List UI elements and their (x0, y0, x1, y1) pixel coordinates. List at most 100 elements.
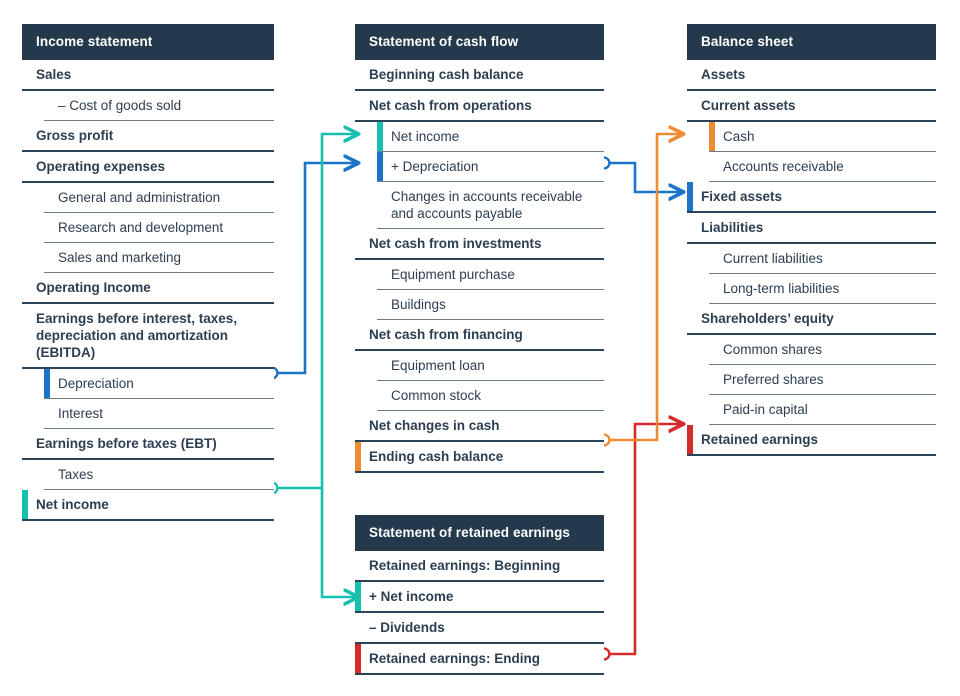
panel-income-statement: Income statement Sales – Cost of goods so… (22, 24, 274, 521)
row-general-and-administration: General and administration (44, 183, 274, 213)
row-label: Net income (391, 129, 460, 144)
row-gross-profit: Gross profit (22, 121, 274, 152)
row-changes-in-accounts-receivable-and-accounts-pa: Changes in accounts receivable and accou… (377, 182, 604, 229)
row-label: Sales (36, 67, 72, 82)
row-earnings-before-interest-taxes-depreciation-an: Earnings before interest, taxes, depreci… (22, 304, 274, 369)
connector-depreciation-to-fixed-assets (597, 156, 683, 192)
panel-title-retained-earnings: Statement of retained earnings (355, 515, 604, 551)
row-label: Common shares (723, 342, 823, 357)
row-sales-and-marketing: Sales and marketing (44, 243, 274, 273)
connector-ending-cash-to-cash (597, 134, 683, 447)
panel-retained-earnings: Statement of retained earnings Retained … (355, 515, 604, 675)
row-taxes: Taxes (44, 460, 274, 490)
row-label: Paid-in capital (723, 402, 808, 417)
row-label: Net cash from operations (369, 98, 532, 113)
row-label: Operating Income (36, 280, 151, 295)
row-label: Current assets (701, 98, 796, 113)
row-common-stock: Common stock (377, 381, 604, 411)
row-label: Ending cash balance (369, 449, 504, 464)
row-operating-income: Operating Income (22, 273, 274, 304)
row-label: Net changes in cash (369, 418, 500, 433)
row-marker-blue (687, 182, 693, 211)
row-assets: Assets (687, 60, 936, 91)
row-label: Equipment loan (391, 358, 485, 373)
row-label: Accounts receivable (723, 159, 844, 174)
panel-cash-flow: Statement of cash flow Beginning cash ba… (355, 24, 604, 473)
row-liabilities: Liabilities (687, 213, 936, 244)
row-label: Liabilities (701, 220, 764, 235)
connector-depreciation-to-cashflow (265, 163, 358, 380)
row-net-income: + Net income (355, 582, 604, 613)
row-retained-earnings-beginning: Retained earnings: Beginning (355, 551, 604, 582)
row-net-changes-in-cash: Net changes in cash (355, 411, 604, 442)
row-cost-of-goods-sold: – Cost of goods sold (44, 91, 274, 121)
row-label: – Cost of goods sold (58, 98, 182, 113)
row-operating-expenses: Operating expenses (22, 152, 274, 183)
row-net-cash-from-operations: Net cash from operations (355, 91, 604, 122)
row-net-cash-from-investments: Net cash from investments (355, 229, 604, 260)
row-common-shares: Common shares (709, 335, 936, 365)
row-label: Retained earnings: Ending (369, 651, 541, 666)
row-marker-red (687, 425, 693, 454)
row-label: Sales and marketing (58, 250, 182, 265)
row-label: Earnings before interest, taxes, depreci… (36, 311, 238, 360)
panel-title-income-statement: Income statement (22, 24, 274, 60)
row-label: Gross profit (36, 128, 114, 143)
row-label: Changes in accounts receivable and accou… (391, 189, 583, 221)
row-accounts-receivable: Accounts receivable (709, 152, 936, 182)
row-label: Depreciation (58, 376, 134, 391)
row-label: Assets (701, 67, 746, 82)
row-ending-cash-balance: Ending cash balance (355, 442, 604, 473)
row-label: Shareholders’ equity (701, 311, 834, 326)
row-research-and-development: Research and development (44, 213, 274, 243)
panel-title-balance-sheet: Balance sheet (687, 24, 936, 60)
panel-title-cash-flow: Statement of cash flow (355, 24, 604, 60)
row-equipment-loan: Equipment loan (377, 351, 604, 381)
row-list-retained-earnings: Retained earnings: Beginning + Net income… (355, 551, 604, 675)
row-depreciation: Depreciation (44, 369, 274, 399)
row-paid-in-capital: Paid-in capital (709, 395, 936, 425)
row-retained-earnings: Retained earnings (687, 425, 936, 456)
connector-net-income (265, 134, 358, 597)
row-retained-earnings-ending: Retained earnings: Ending (355, 644, 604, 675)
row-label: – Dividends (369, 620, 445, 635)
row-long-term-liabilities: Long-term liabilities (709, 274, 936, 304)
row-label: Cash (723, 129, 755, 144)
row-beginning-cash-balance: Beginning cash balance (355, 60, 604, 91)
row-marker-red (355, 644, 361, 673)
row-current-liabilities: Current liabilities (709, 244, 936, 274)
row-net-income: Net income (22, 490, 274, 521)
row-cash: Cash (709, 122, 936, 152)
row-label: Buildings (391, 297, 446, 312)
row-equipment-purchase: Equipment purchase (377, 260, 604, 290)
row-current-assets: Current assets (687, 91, 936, 122)
row-label: + Depreciation (391, 159, 479, 174)
row-label: Taxes (58, 467, 94, 482)
row-fixed-assets: Fixed assets (687, 182, 936, 213)
row-label: Preferred shares (723, 372, 824, 387)
row-interest: Interest (44, 399, 274, 429)
row-marker-teal (355, 582, 361, 611)
row-label: + Net income (369, 589, 454, 604)
row-net-income: Net income (377, 122, 604, 152)
row-label: Long-term liabilities (723, 281, 840, 296)
row-buildings: Buildings (377, 290, 604, 320)
row-label: Retained earnings: Beginning (369, 558, 561, 573)
row-marker-teal (377, 122, 383, 151)
row-sales: Sales (22, 60, 274, 91)
row-label: Fixed assets (701, 189, 783, 204)
row-label: Equipment purchase (391, 267, 515, 282)
row-label: Earnings before taxes (EBT) (36, 436, 217, 451)
row-label: Net income (36, 497, 109, 512)
row-label: Current liabilities (723, 251, 823, 266)
row-earnings-before-taxes-ebt: Earnings before taxes (EBT) (22, 429, 274, 460)
row-label: Operating expenses (36, 159, 166, 174)
row-marker-blue (377, 152, 383, 181)
row-marker-orange (355, 442, 361, 471)
row-shareholders-equity: Shareholders’ equity (687, 304, 936, 335)
row-label: Net cash from financing (369, 327, 523, 342)
